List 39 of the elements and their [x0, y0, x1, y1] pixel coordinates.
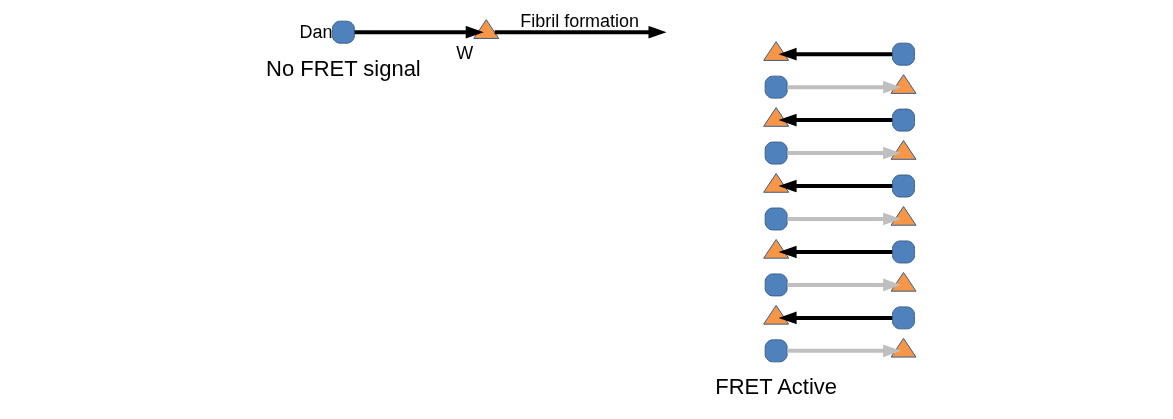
node-triangle	[762, 173, 789, 193]
arrow	[778, 113, 892, 127]
node-triangle	[890, 337, 916, 358]
node-box	[764, 273, 788, 297]
node-box	[891, 174, 915, 198]
arrow	[786, 278, 901, 292]
node-box	[891, 240, 915, 264]
node-triangle	[762, 41, 789, 61]
arrow	[778, 179, 892, 193]
node-triangle	[762, 107, 789, 127]
edge-label: Fibril formation	[519, 10, 639, 31]
arrow	[354, 25, 484, 39]
node-triangle	[472, 19, 499, 39]
node-box	[764, 339, 788, 363]
node-triangle	[890, 271, 916, 292]
node-box	[764, 207, 788, 231]
node-label: Dan	[298, 21, 332, 42]
arrow	[778, 311, 892, 325]
arrow	[786, 344, 901, 358]
arrow	[786, 212, 901, 226]
arrow	[778, 47, 892, 61]
node-triangle	[762, 304, 789, 325]
node-triangle	[890, 74, 916, 94]
arrow	[786, 146, 901, 160]
node-box	[891, 42, 915, 66]
arrow	[494, 25, 666, 39]
node-triangle	[890, 206, 916, 226]
label: FRET Active	[714, 374, 837, 400]
label: No FRET signal	[265, 55, 421, 81]
arrow	[778, 245, 892, 259]
node-box	[764, 75, 788, 99]
node-box	[764, 141, 788, 165]
node-box	[331, 20, 355, 44]
node-label: W	[455, 43, 473, 64]
node-box	[891, 108, 915, 132]
node-triangle	[762, 238, 789, 259]
arrow	[786, 80, 901, 94]
node-triangle	[890, 140, 916, 160]
node-box	[891, 306, 915, 330]
